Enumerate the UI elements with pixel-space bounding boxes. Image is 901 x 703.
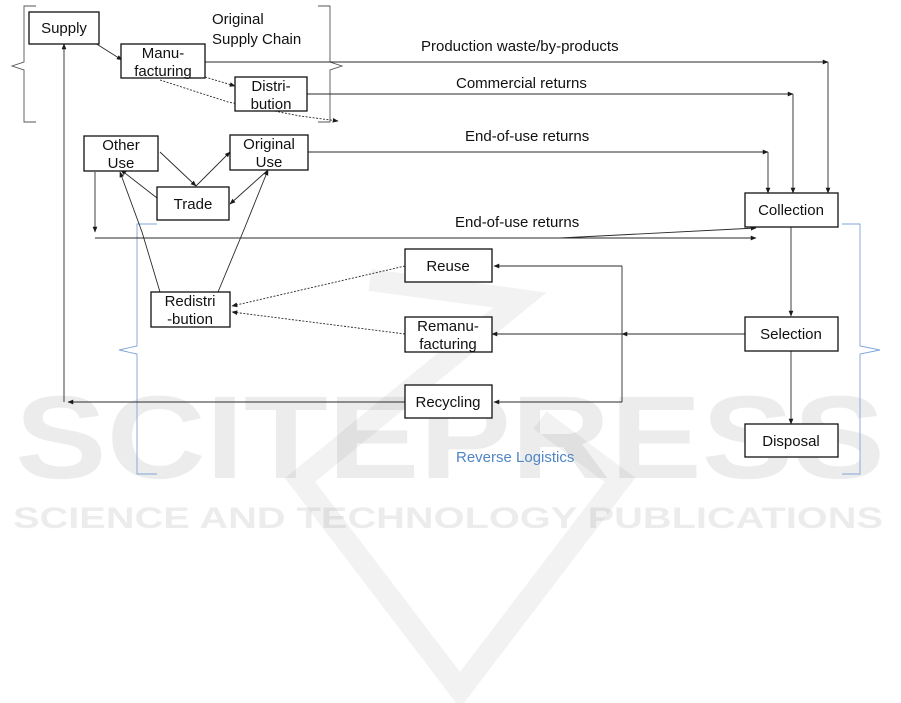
original-use-to-trade-arrow (229, 169, 269, 205)
selection-node: Selection (744, 316, 839, 352)
supply-chain-right-brace (318, 5, 344, 123)
original-use-label-line-1: Original (243, 136, 295, 153)
reverse-logistics-left-brace (118, 223, 157, 475)
disposal-label: Disposal (762, 433, 820, 450)
distribution-label-line-2: bution (251, 96, 292, 113)
distribution-node: Distri- bution (234, 76, 308, 113)
commercial-returns-label: Commercial returns (456, 75, 587, 92)
other-use-label-line-2: Use (108, 155, 135, 172)
trade-node: Trade (156, 186, 230, 221)
reverse-logistics-right-brace (842, 223, 881, 475)
watermark-shape (284, 269, 636, 703)
original-use-label-line-2: Use (256, 154, 283, 171)
original-supply-chain-brace (10, 5, 344, 123)
reverse-logistics-label: Reverse Logistics (456, 449, 574, 466)
end-of-use-returns-bottom-diagonal-arrow (559, 225, 757, 239)
end-of-use-returns-top-label: End-of-use returns (465, 128, 589, 145)
reuse-node: Reuse (404, 248, 493, 283)
collection-node: Collection (744, 192, 839, 228)
selection-label: Selection (760, 326, 822, 343)
manufacturing-to-distribution-arrow (204, 76, 236, 87)
manufacturing-label-line-1: Manu- (142, 45, 185, 62)
end-of-use-returns-bottom-label: End-of-use returns (455, 214, 579, 231)
reuse-label: Reuse (426, 258, 469, 275)
other-use-label-line-1: Other (102, 137, 140, 154)
remanufacturing-label-line-2: facturing (419, 336, 477, 353)
remanufacturing-node: Remanu- facturing (404, 316, 493, 353)
redistribution-node: Redistri -bution (150, 291, 231, 328)
flow-arrows (61, 42, 831, 425)
remanufacturing-to-redistribution-arrow (231, 310, 406, 335)
distribution-to-brace-arrow (159, 79, 339, 123)
reverse-logistics-brace (118, 223, 881, 475)
production-waste-label: Production waste/by-products (421, 38, 619, 55)
other-use-to-trade-arrow (159, 151, 197, 187)
supply-chain-left-brace (10, 5, 36, 123)
original-use-node: Original Use (229, 134, 309, 171)
supply-node: Supply (28, 11, 100, 45)
redistribution-to-original-use-arrow (217, 169, 269, 293)
other-use-node: Other Use (83, 135, 159, 172)
redistribution-to-other-use-arrow (119, 171, 161, 293)
distribution-label-line-1: Distri- (251, 78, 290, 95)
disposal-node: Disposal (744, 423, 839, 458)
trade-to-other-use-arrow (120, 169, 158, 199)
original-supply-chain-label-line-2: Supply Chain (212, 31, 301, 48)
watermark-subtitle: SCIENCE AND TECHNOLOGY PUBLICATIONS (13, 502, 883, 535)
manufacturing-label-line-2: facturing (134, 63, 192, 80)
recycling-node: Recycling (404, 384, 493, 419)
collection-label: Collection (758, 202, 824, 219)
manufacturing-node: Manu- facturing (120, 43, 206, 80)
recycling-label: Recycling (415, 394, 480, 411)
redistribution-label-line-1: Redistri (165, 293, 216, 310)
supply-to-manufacturing-arrow (94, 42, 123, 61)
original-supply-chain-label-line-1: Original (212, 11, 264, 28)
original-supply-chain-label: Original Supply Chain (212, 11, 301, 48)
reuse-to-redistribution-arrow (231, 265, 406, 308)
remanufacturing-label-line-1: Remanu- (417, 318, 479, 335)
trade-to-original-use-arrow (195, 151, 231, 187)
redistribution-label-line-2: -bution (167, 311, 213, 328)
supply-label: Supply (41, 20, 87, 37)
trade-label: Trade (174, 196, 213, 213)
